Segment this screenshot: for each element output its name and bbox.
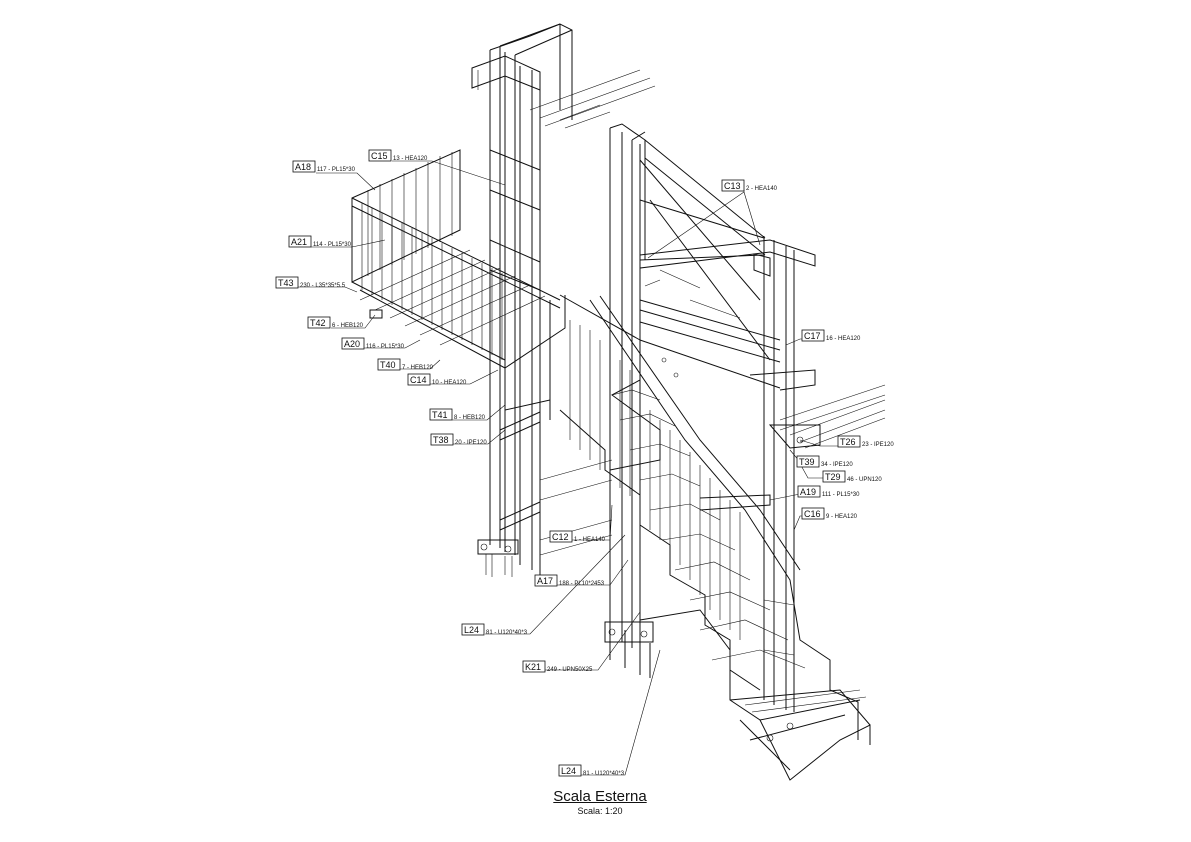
steel-structure (351, 23, 886, 781)
label-t39: T39 34 - IPE120 (796, 455, 853, 468)
svg-text:20 - IPE120: 20 - IPE120 (455, 440, 487, 446)
svg-text:C17: C17 (804, 331, 821, 341)
svg-text:114 - PL15*30: 114 - PL15*30 (313, 242, 352, 248)
label-k21: K21 249 - UPN50X25 (522, 660, 593, 673)
svg-text:7 - HEB120: 7 - HEB120 (402, 365, 434, 371)
label-t42: T42 6 - HEB120 (307, 316, 364, 329)
svg-text:A18: A18 (295, 162, 311, 172)
stair-flights (559, 294, 871, 781)
drawing-title: Scala Esterna (553, 788, 647, 805)
svg-text:1 - HEA140: 1 - HEA140 (574, 537, 606, 543)
label-c14: C14 10 - HEA120 (407, 373, 467, 386)
svg-text:A17: A17 (537, 576, 553, 586)
svg-text:230 - L35*35*5.5: 230 - L35*35*5.5 (300, 283, 346, 289)
label-a20: A20 116 - PL15*30 (341, 337, 405, 350)
label-c12: C12 1 - HEA140 (549, 530, 606, 543)
svg-text:C16: C16 (804, 509, 821, 519)
svg-text:81 - U120*40*3: 81 - U120*40*3 (583, 771, 625, 777)
label-l24-upper: L24 81 - U120*40*3 (461, 623, 528, 636)
svg-text:23 - IPE120: 23 - IPE120 (862, 442, 894, 448)
svg-text:111 - PL15*30: 111 - PL15*30 (822, 492, 860, 498)
svg-text:T43: T43 (278, 278, 294, 288)
svg-text:T42: T42 (310, 318, 326, 328)
label-t26: T26 23 - IPE120 (837, 435, 894, 448)
svg-text:81 - U120*40*3: 81 - U120*40*3 (486, 630, 528, 636)
leader-lines (298, 160, 838, 776)
svg-text:6 - HEB120: 6 - HEB120 (332, 323, 364, 329)
svg-text:13 - HEA120: 13 - HEA120 (393, 156, 428, 162)
right-tower (609, 123, 886, 712)
svg-text:8 - HEB120: 8 - HEB120 (454, 415, 486, 421)
label-a21: A21 114 - PL15*30 (288, 235, 352, 248)
svg-text:T41: T41 (432, 410, 448, 420)
label-c17: C17 16 - HEA120 (801, 329, 861, 342)
label-c16: C16 9 - HEA120 (801, 507, 858, 520)
svg-text:116 - PL15*30: 116 - PL15*30 (366, 344, 405, 350)
svg-text:A21: A21 (291, 237, 307, 247)
svg-text:46 - UPN120: 46 - UPN120 (847, 477, 882, 483)
svg-text:T40: T40 (380, 360, 396, 370)
svg-text:L24: L24 (561, 766, 576, 776)
label-t43: T43 230 - L35*35*5.5 (275, 276, 346, 289)
svg-text:C13: C13 (724, 181, 741, 191)
label-t40: T40 7 - HEB120 (377, 358, 434, 371)
label-l24-lower: L24 81 - U120*40*3 (558, 764, 625, 777)
svg-text:T29: T29 (825, 472, 841, 482)
label-a18: A18 117 - PL15*30 (292, 160, 356, 173)
label-t38: T38 20 - IPE120 (430, 433, 487, 446)
svg-text:L24: L24 (464, 625, 479, 635)
left-tower (471, 23, 656, 577)
svg-text:T26: T26 (840, 437, 856, 447)
svg-text:C12: C12 (552, 532, 569, 542)
label-a19: A19 111 - PL15*30 (797, 485, 860, 498)
label-c13: C13 2 - HEA140 (721, 179, 778, 192)
label-a17: A17 188 - PL10*2453 (534, 574, 605, 587)
svg-text:34 - IPE120: 34 - IPE120 (821, 462, 853, 468)
svg-text:2 - HEA140: 2 - HEA140 (746, 186, 778, 192)
svg-text:A19: A19 (800, 487, 816, 497)
upper-landing-railing (351, 149, 566, 420)
svg-text:188 - PL10*2453: 188 - PL10*2453 (559, 581, 605, 587)
svg-text:T39: T39 (799, 457, 815, 467)
label-t41: T41 8 - HEB120 (429, 408, 486, 421)
svg-text:249 - UPN50X25: 249 - UPN50X25 (547, 667, 593, 673)
svg-text:C15: C15 (371, 151, 388, 161)
svg-text:T38: T38 (433, 435, 449, 445)
drawing-scale: Scala: 1:20 (577, 806, 623, 816)
svg-text:C14: C14 (410, 375, 427, 385)
label-t29: T29 46 - UPN120 (822, 470, 882, 483)
svg-text:9 - HEA120: 9 - HEA120 (826, 514, 858, 520)
title-block: Scala Esterna Scala: 1:20 (490, 788, 710, 816)
svg-text:A20: A20 (344, 339, 360, 349)
component-labels: A18 117 - PL15*30 C15 13 - HEA120 A21 11… (275, 149, 894, 777)
svg-text:117 - PL15*30: 117 - PL15*30 (317, 167, 356, 173)
svg-text:16 - HEA120: 16 - HEA120 (826, 336, 861, 342)
svg-text:K21: K21 (525, 662, 541, 672)
label-c15: C15 13 - HEA120 (368, 149, 428, 162)
svg-text:10 - HEA120: 10 - HEA120 (432, 380, 467, 386)
